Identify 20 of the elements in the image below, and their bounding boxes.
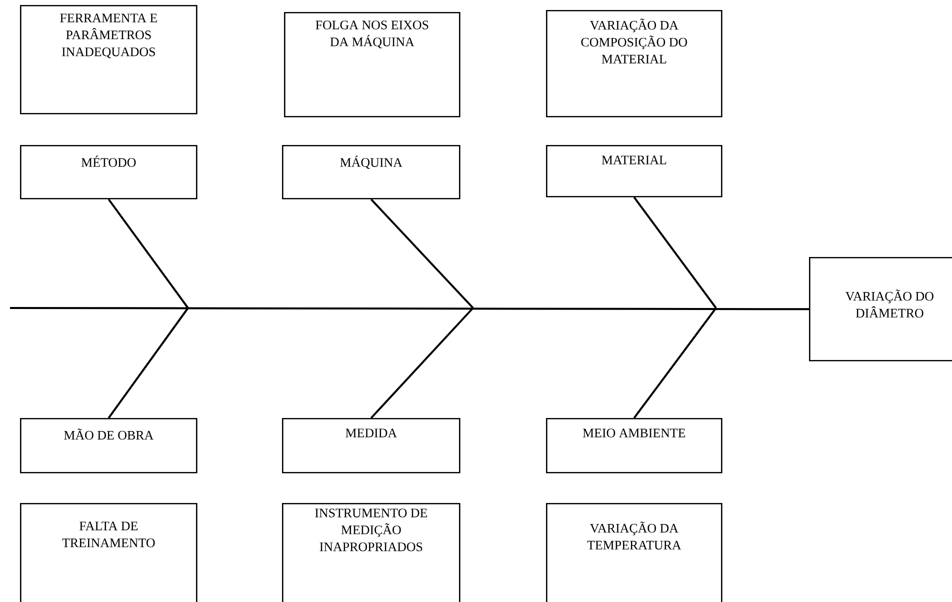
bone-line <box>633 307 717 419</box>
spine-line <box>10 307 809 310</box>
cause-box: INSTRUMENTO DE MEDIÇÃO INAPROPRIADOS <box>282 503 460 602</box>
cause-box: VARIAÇÃO DA COMPOSIÇÃO DO MATERIAL <box>546 10 722 118</box>
bone-line <box>370 198 474 309</box>
category-box: MEIO AMBIENTE <box>546 418 722 474</box>
bone-line <box>370 307 474 419</box>
category-box: MEDIDA <box>282 418 460 474</box>
cause-box: FOLGA NOS EIXOS DA MÁQUINA <box>284 12 460 118</box>
bone-line <box>108 198 189 309</box>
bone-line <box>633 196 717 309</box>
category-box: MÃO DE OBRA <box>20 418 198 474</box>
category-box: MATERIAL <box>546 145 722 198</box>
cause-box: FERRAMENTA E PARÂMETROS INADEQUADOS <box>20 5 198 114</box>
bone-line <box>108 307 189 419</box>
category-box: MÁQUINA <box>282 145 460 200</box>
cause-box: VARIAÇÃO DA TEMPERATURA <box>546 503 722 602</box>
category-box: MÉTODO <box>20 145 198 200</box>
effect-box: VARIAÇÃO DO DIÂMETRO <box>809 257 952 362</box>
cause-box: FALTA DE TREINAMENTO <box>20 503 198 602</box>
